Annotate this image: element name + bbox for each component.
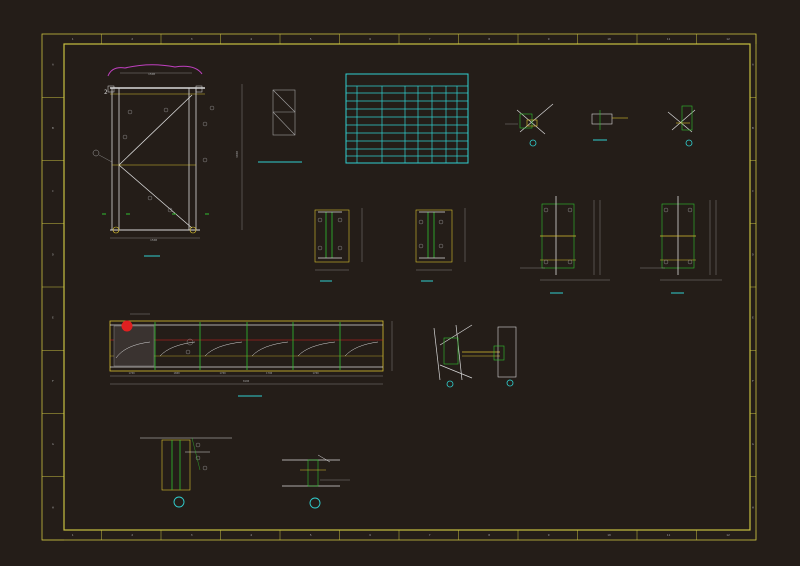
node-detail [433,324,517,388]
grid-label-side: C [52,189,54,193]
grid-label-side: A [52,63,54,67]
grid-label-top: 11 [667,533,671,537]
beam-segment-dim: 1700 [220,371,227,375]
connection-detail-1 [505,103,554,147]
grid-label-side: C [752,189,754,193]
grid-label-side: H [52,505,54,509]
base-detail-2 [282,454,350,509]
column-section-2 [415,208,466,282]
grid-label-top: 6 [369,533,371,537]
column-section-3 [520,196,610,294]
frame-top-dim: 1500 [148,72,155,76]
grid-label-side: F [752,379,754,383]
grid-label-top: 6 [369,37,371,41]
grid-label-top: 3 [191,37,193,41]
beam-segment-dim: 1700 [129,371,136,375]
grid-label-side: E [752,316,754,320]
grid-label-side: A [752,63,754,67]
grid-label-side: G [52,442,54,446]
frame-height-dim: 3000 [235,151,239,158]
bracing-sketch [258,89,302,163]
drawing-frame [41,33,757,541]
grid-label-top: 9 [548,37,550,41]
grid-label-top: 12 [726,533,730,537]
grid-label-top: 3 [191,533,193,537]
frame-elevation: 1500 3000 1500 2 [92,64,243,257]
grid-label-top: 5 [310,533,312,537]
frame-base-dim: 1500 [150,238,157,242]
connection-detail-3 [667,105,696,147]
beam-elevation: 1700 1800 1700 1700 1700 8100 [109,313,393,397]
frame-label: 2 [104,89,108,96]
schedule-table [345,73,469,164]
grid-label-top: 9 [548,533,550,537]
beam-segment-dim: 1700 [266,371,273,375]
grid-label-top: 8 [488,533,490,537]
grid-label-side: H [752,505,754,509]
column-section-4 [640,196,722,294]
base-detail-1 [140,437,232,508]
grid-label-top: 11 [667,37,671,41]
grid-label-top: 1 [72,533,74,537]
grid-label-top: 5 [310,37,312,41]
grid-label-top: 4 [250,533,252,537]
grid-label-top: 4 [250,37,252,41]
grid-label-side: D [752,252,754,256]
grid-label-top: 7 [429,533,431,537]
grid-label-top: 12 [726,37,730,41]
grid-label-side: B [52,126,54,130]
grid-label-top: 2 [131,533,133,537]
red-marker [121,320,133,332]
grid-label-side: D [52,252,54,256]
grid-label-top: 8 [488,37,490,41]
grid-label-top: 10 [607,37,611,41]
grid-label-side: F [52,379,54,383]
grid-ticks [42,34,757,541]
beam-segment-dim: 1700 [313,371,320,375]
grid-label-top: 1 [72,37,74,41]
grid-label-top: 2 [131,37,133,41]
revision-cloud [107,64,203,77]
grid-label-top: 7 [429,37,431,41]
beam-segment-dim: 1800 [174,371,181,375]
beam-total-dim: 8100 [243,379,250,383]
grid-label-side: G [752,442,754,446]
grid-label-side: B [752,126,754,130]
column-section-1 [314,208,363,282]
grid-label-side: E [52,316,54,320]
grid-label-top: 10 [607,533,611,537]
connection-detail-2 [591,110,628,141]
